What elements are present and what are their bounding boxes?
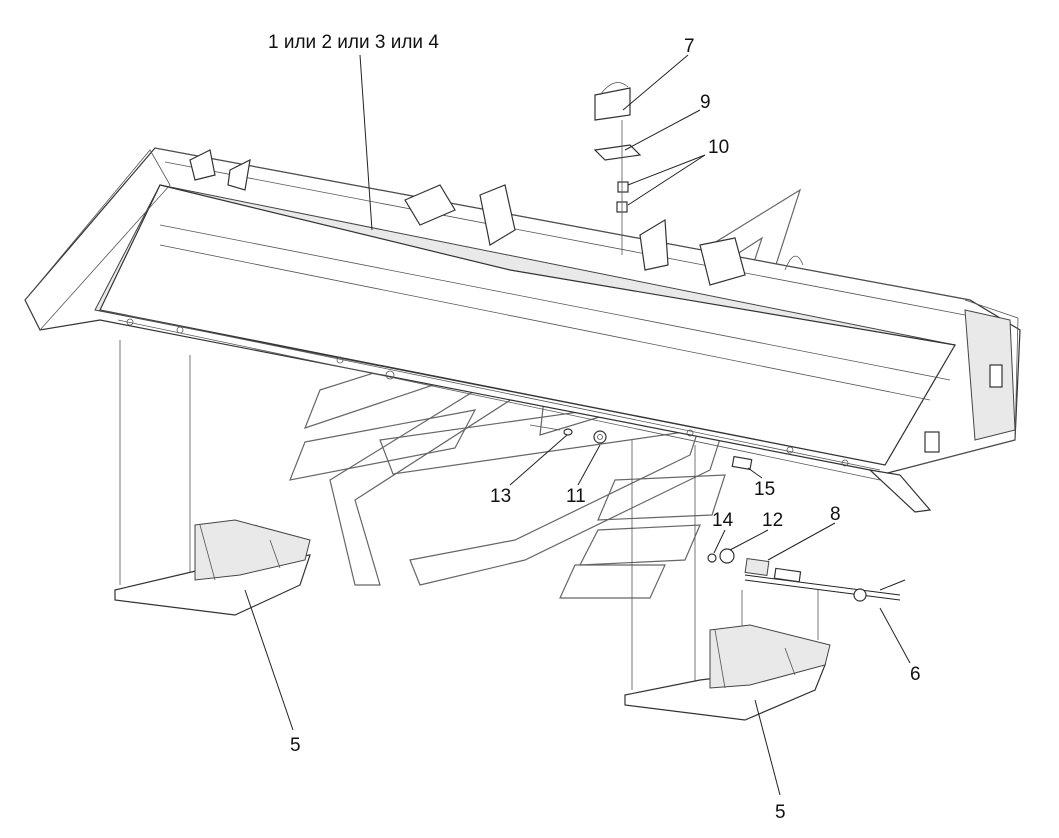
rod-assembly	[707, 548, 906, 602]
callout-7: 7	[684, 36, 695, 57]
callout-9: 9	[700, 92, 711, 113]
callout-14: 14	[712, 510, 734, 531]
callout-15: 15	[754, 479, 775, 500]
callout-labels: 1 или 2 или 3 или 4 7 9 10 13 11 15 14 1…	[268, 32, 921, 823]
callout-12: 12	[762, 510, 783, 531]
callout-5-right: 5	[775, 802, 786, 823]
callout-13: 13	[490, 486, 511, 507]
callout-10: 10	[708, 137, 729, 158]
cover-part-right	[624, 440, 831, 721]
small-hardware	[529, 424, 753, 471]
callout-8: 8	[830, 504, 841, 525]
callout-1-2-3-4: 1 или 2 или 3 или 4	[268, 32, 439, 53]
callout-11: 11	[566, 486, 586, 507]
leader-lines	[244, 54, 911, 796]
callout-6: 6	[910, 664, 921, 685]
main-frame	[24, 147, 1021, 513]
top-hardware	[593, 82, 642, 255]
callout-5-left: 5	[290, 735, 301, 756]
cover-part-left	[114, 340, 311, 616]
